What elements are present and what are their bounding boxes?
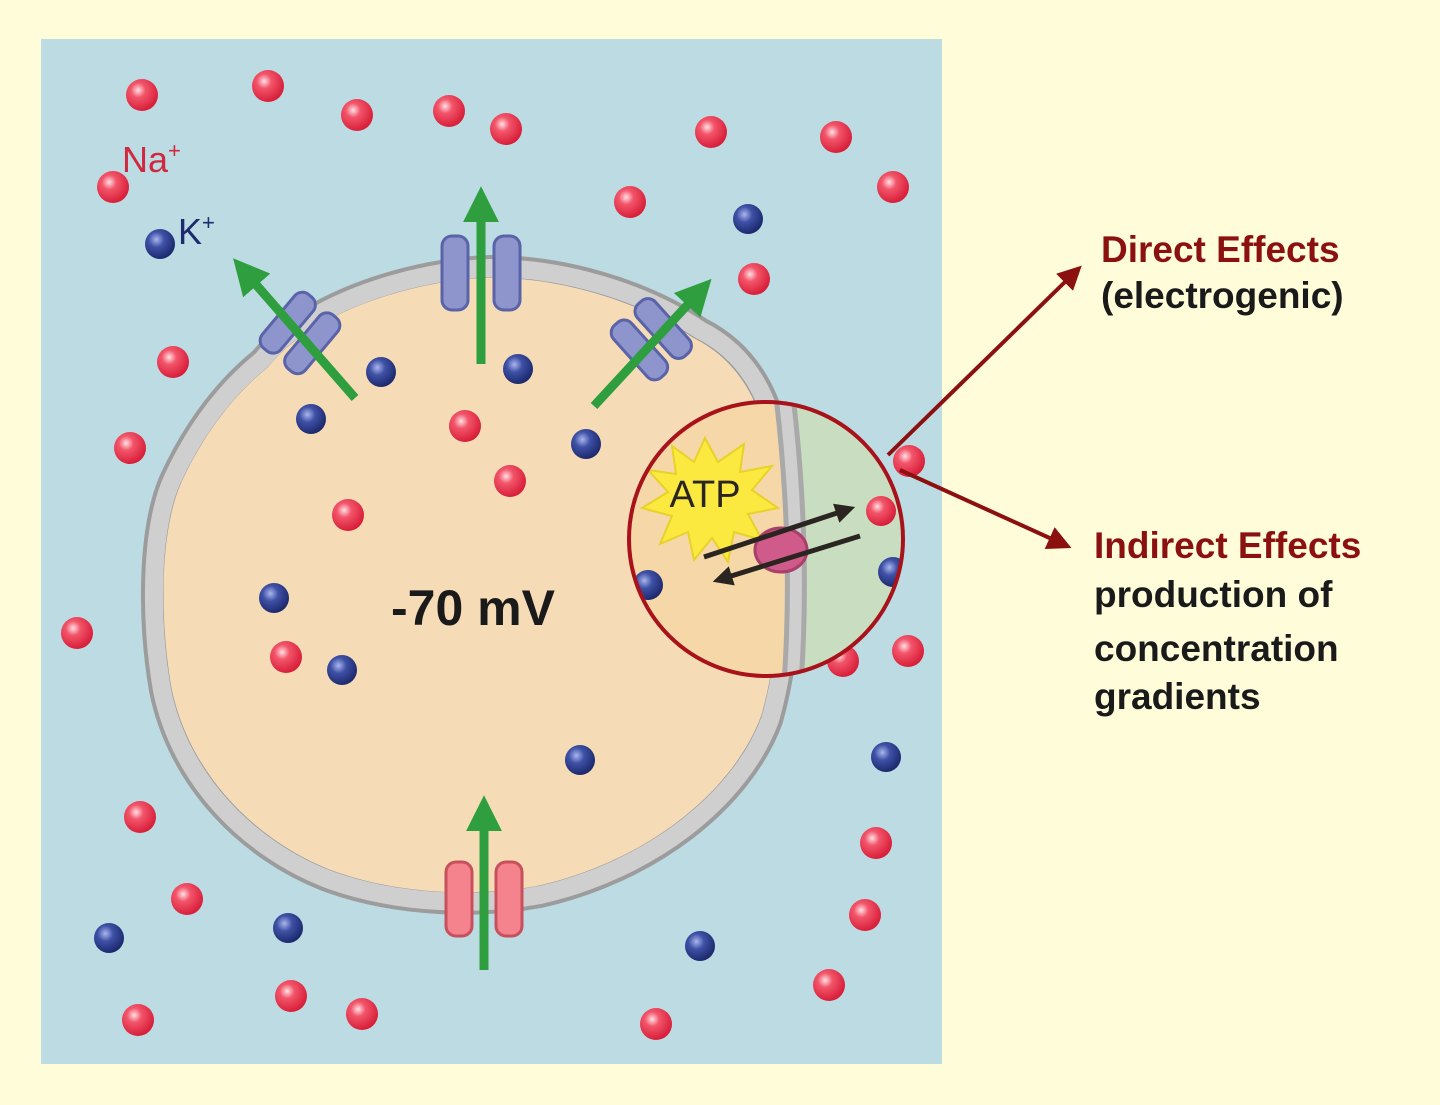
atp-burst-icon <box>639 435 781 565</box>
potassium-charge: + <box>202 210 215 235</box>
direct-effects-subtitle: (electrogenic) <box>1101 275 1344 316</box>
sodium-ion <box>490 113 522 145</box>
potassium-channel-top <box>440 234 522 312</box>
sodium-ion <box>341 99 373 131</box>
sodium-ion <box>433 95 465 127</box>
sodium-ion <box>813 969 845 1001</box>
potassium-symbol: K <box>178 211 202 252</box>
potassium-ion <box>565 745 595 775</box>
potassium-ion <box>503 354 533 384</box>
indirect-effects-line1: production of <box>1094 574 1333 615</box>
sodium-ion <box>332 499 364 531</box>
potassium-ion <box>94 923 124 953</box>
potassium-legend-label: K+ <box>178 210 215 252</box>
sodium-ion <box>860 827 892 859</box>
membrane-potential-label: -70 mV <box>391 580 556 636</box>
sodium-ion <box>640 1008 672 1040</box>
sodium-ion <box>157 346 189 378</box>
sodium-ion <box>614 186 646 218</box>
potassium-ion <box>571 429 601 459</box>
indirect-effects-line2: concentration <box>1094 628 1339 669</box>
sodium-ion <box>494 465 526 497</box>
sodium-ion <box>866 496 896 526</box>
ion-particles <box>61 70 925 1040</box>
potassium-ion <box>296 404 326 434</box>
sodium-ion <box>114 432 146 464</box>
potassium-efflux-arrow-right <box>590 278 712 410</box>
sodium-ion <box>877 171 909 203</box>
sodium-ion <box>124 801 156 833</box>
direct-effects-title: Direct Effects <box>1101 229 1340 270</box>
potassium-ion <box>733 204 763 234</box>
potassium-ion <box>145 229 175 259</box>
potassium-efflux-arrow-left <box>233 258 359 401</box>
sodium-ion <box>892 635 924 667</box>
potassium-ion <box>871 742 901 772</box>
direct-effects-pointer <box>886 265 1082 457</box>
sodium-ion <box>61 617 93 649</box>
sodium-ion <box>820 121 852 153</box>
sodium-ion <box>275 980 307 1012</box>
sodium-ion <box>171 883 203 915</box>
indirect-effects-pointer <box>899 468 1072 549</box>
sodium-symbol: Na <box>122 139 169 180</box>
sodium-ion <box>97 171 129 203</box>
sodium-channel-bottom <box>444 860 524 938</box>
sodium-charge: + <box>168 138 181 163</box>
indirect-effects-line3: gradients <box>1094 676 1261 717</box>
potassium-ion <box>273 913 303 943</box>
pump-influx-arrow <box>712 533 861 586</box>
sodium-ion <box>252 70 284 102</box>
potassium-ion <box>366 357 396 387</box>
sodium-ion <box>849 899 881 931</box>
pump-zoom-inset: ATP <box>627 400 905 678</box>
sodium-ion <box>449 410 481 442</box>
sodium-ion <box>695 116 727 148</box>
sodium-ion <box>346 998 378 1030</box>
sodium-ion <box>270 641 302 673</box>
potassium-ion <box>685 931 715 961</box>
sodium-ion <box>738 263 770 295</box>
indirect-effects-title: Indirect Effects <box>1094 525 1361 566</box>
pump-efflux-arrow <box>703 503 856 560</box>
cell-membrane-inner <box>145 259 797 911</box>
potassium-ion <box>327 655 357 685</box>
sodium-ion <box>126 79 158 111</box>
sodium-legend-label: Na+ <box>122 138 181 180</box>
sodium-ion <box>122 1004 154 1036</box>
atp-label: ATP <box>669 474 740 516</box>
potassium-ion <box>259 583 289 613</box>
